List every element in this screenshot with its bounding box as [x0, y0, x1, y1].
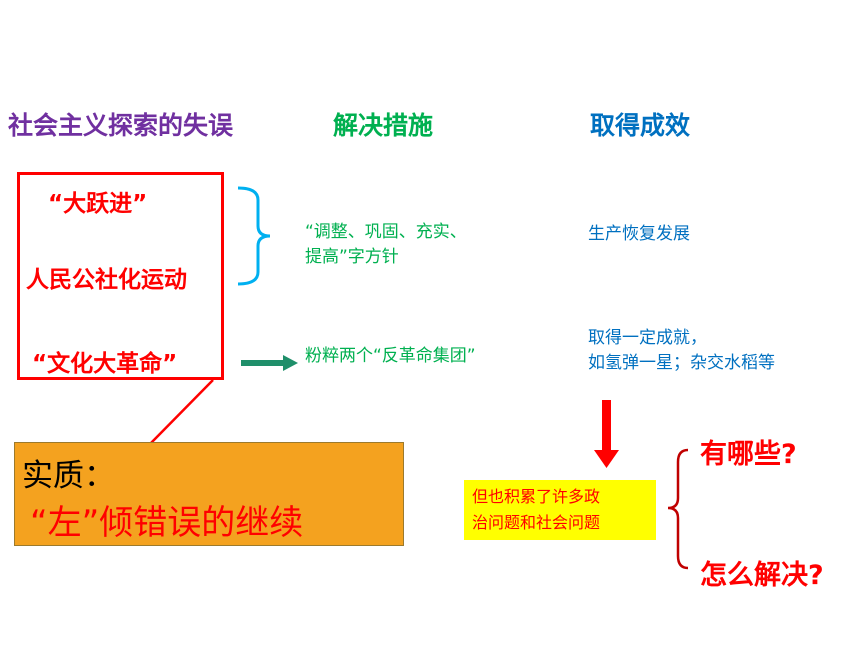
question-what: 有哪些? [700, 439, 797, 470]
mistake-cultural-revolution: “文化大革命” [32, 351, 178, 377]
mistakes-box [17, 172, 224, 380]
essence-box [14, 442, 404, 546]
problems-line2: 治问题和社会问题 [472, 513, 601, 532]
achievement-success: 取得一定成就， 如氢弹一星；杂交水稻等 [588, 326, 775, 376]
achievement-recovery: 生产恢复发展 [588, 224, 690, 244]
measure-gang-of-four: 粉粹两个“反革命集团” [305, 346, 476, 366]
achievement-success-line2: 如氢弹一星；杂交水稻等 [588, 353, 775, 373]
achievement-success-line1: 取得一定成就， [588, 328, 707, 348]
header-mistakes: 社会主义探索的失误 [8, 111, 234, 140]
brace-questions [667, 448, 689, 570]
question-how: 怎么解决? [700, 560, 824, 591]
arrow-down-red [594, 400, 619, 468]
header-achievements: 取得成效 [590, 111, 691, 140]
problems-text: 但也积累了许多政 治问题和社会问题 [472, 484, 652, 536]
problems-box [464, 480, 656, 540]
header-measures: 解决措施 [333, 111, 434, 140]
problems-line1: 但也积累了许多政 [472, 487, 601, 506]
essence-text: “左”倾错误的继续 [30, 503, 304, 543]
measure-adjustment-line2: 提高”字方针 [305, 247, 399, 267]
brace-blue [237, 186, 271, 286]
arrow-green [241, 355, 298, 371]
measure-adjustment: “调整、巩固、充实、 提高”字方针 [305, 220, 467, 270]
essence-title: 实质： [22, 458, 115, 494]
essence-connector [150, 379, 214, 444]
mistake-commune: 人民公社化运动 [26, 267, 187, 293]
mistake-great-leap: “大跃进” [48, 191, 148, 217]
measure-adjustment-line1: “调整、巩固、充实、 [305, 222, 467, 242]
